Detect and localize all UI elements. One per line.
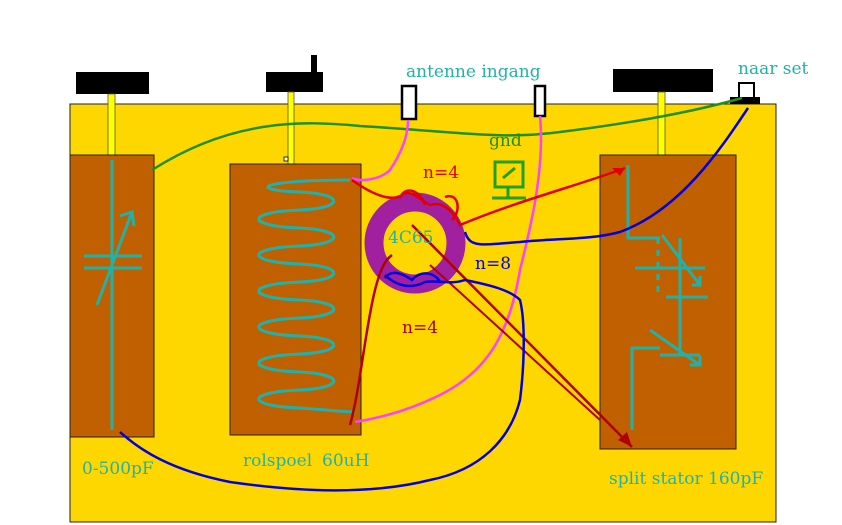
variable-capacitor-icon [84, 160, 142, 430]
antenna-socket-1 [400, 84, 418, 121]
darkred-wire-3 [429, 264, 601, 421]
n-top-label: n=4 [423, 163, 459, 183]
ground-icon [492, 160, 526, 200]
blue-wire-2 [463, 107, 750, 246]
magenta-wire-1 [351, 119, 410, 182]
split-stator-capacitor-icon [626, 165, 708, 430]
red-wire-1 [351, 166, 626, 227]
coil-winding-icon [257, 178, 356, 414]
antenna-socket-2 [533, 84, 547, 118]
blue-wire-1 [119, 274, 525, 492]
to-set-label: naar set [738, 59, 809, 79]
cap-left-label: 0-500pF [82, 459, 154, 479]
blue-loop [383, 271, 442, 283]
red-loop-top [398, 189, 459, 221]
green-wire [151, 96, 743, 172]
antenna-input-label: antenne ingang [406, 62, 541, 82]
split-stator-capacitor [599, 154, 737, 450]
output-connector [730, 82, 760, 104]
roller-coil [229, 163, 362, 436]
n-bottom-label: n=4 [402, 318, 438, 338]
darkred-wire-1 [348, 253, 393, 426]
coil-label: rolspoel [243, 451, 312, 471]
variable-capacitor-left [69, 154, 155, 438]
knob-left [76, 72, 149, 157]
toroid-icon [364, 192, 466, 294]
darkred-wire-2 [411, 224, 633, 448]
n-mid-label: n=8 [475, 254, 511, 274]
gnd-label: gnd [489, 131, 522, 151]
cap-right-label: split stator 160pF [609, 469, 763, 489]
coil-value-label: 60uH [322, 451, 369, 471]
toroid-label: 4C65 [388, 228, 433, 248]
